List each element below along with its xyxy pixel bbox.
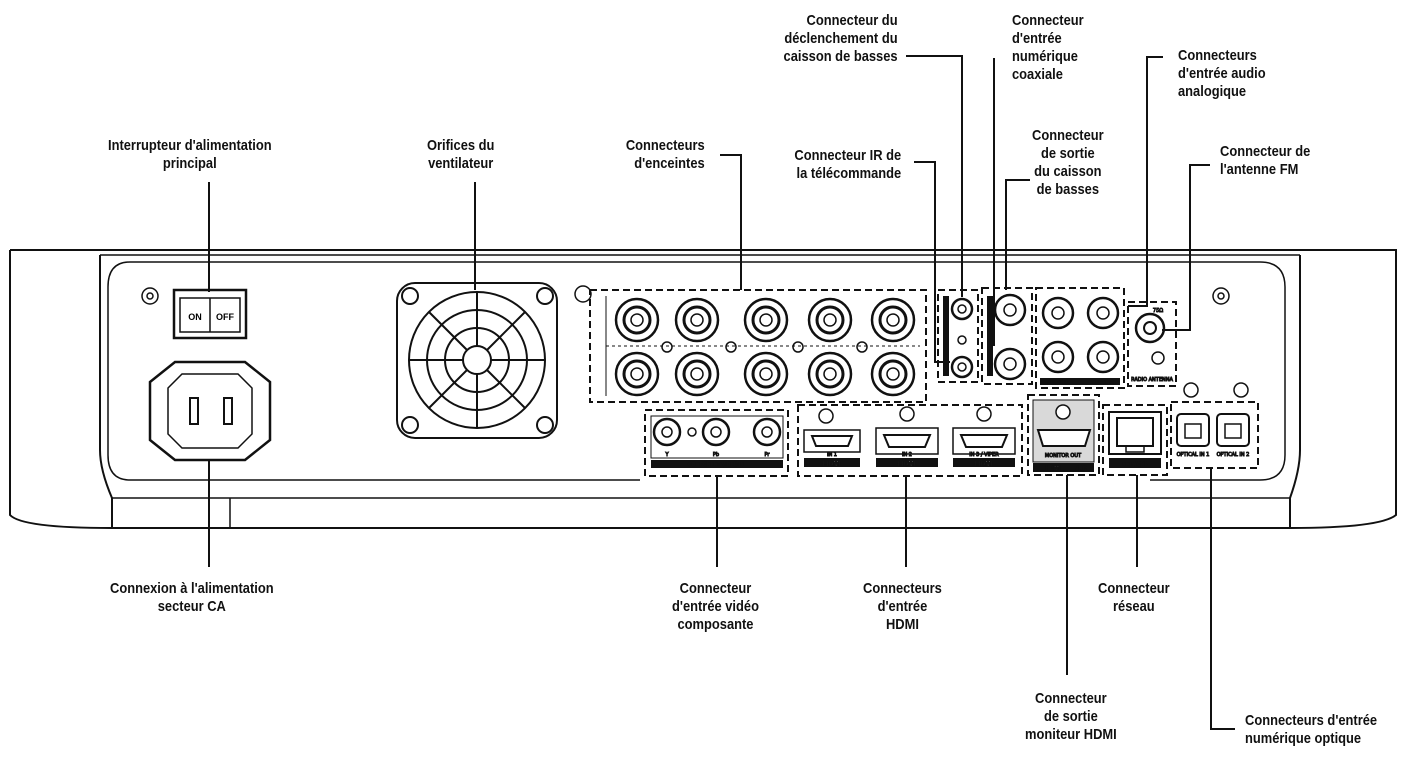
coax-subwoofer-jacks[interactable] — [981, 287, 1033, 385]
hdmi-inputs[interactable]: IN 1 IN 2 IN 3 / VIPER HDMI HDMI HDMI — [797, 404, 1023, 477]
network-text: NETWORK — [1122, 462, 1148, 468]
label-component-video: Connecteur d'entrée vidéo composante — [672, 580, 759, 633]
label-ac-power: Connexion à l'alimentation secteur CA — [110, 580, 274, 615]
hdmi-out-logo: HDMI — [1045, 466, 1061, 472]
hdmi-logo-3: HDMI — [975, 461, 993, 468]
label-coaxial-digital-input: Connecteur d'entrée numérique coaxiale — [1012, 12, 1084, 83]
label-network: Connecteur réseau — [1098, 580, 1170, 615]
chassis — [9, 249, 1397, 530]
comp-y-text: Y — [664, 452, 669, 458]
ir-trigger-jacks[interactable] — [937, 289, 979, 383]
leader-lines — [208, 55, 1235, 730]
label-power-switch: Interrupteur d'alimentation principal — [108, 137, 272, 172]
speaker-terminals[interactable] — [589, 289, 927, 403]
label-ir-remote-connector: Connecteur IR de la télécommande — [794, 147, 901, 182]
radio-antenna-text: RADIO ANTENNA — [1131, 377, 1173, 383]
monitor-out-text: MONITOR OUT — [1045, 453, 1082, 459]
fm-antenna-jack[interactable]: 75Ω RADIO ANTENNA — [1127, 301, 1177, 387]
switch-off-text: OFF — [216, 312, 234, 322]
hdmi-logo-2: HDMI — [898, 461, 916, 468]
hdmi-in1-text: IN 1 — [827, 452, 837, 458]
component-video-text: COMPONENT VIDEO IN — [688, 462, 744, 468]
optical2-text: OPTICAL IN 2 — [1217, 452, 1250, 458]
hdmi-in3-text: IN 3 / VIPER — [969, 452, 999, 458]
optical1-text: OPTICAL IN 1 — [1177, 452, 1210, 458]
label-hdmi-monitor-out: Connecteur de sortie moniteur HDMI — [1025, 690, 1117, 743]
network-port[interactable]: NETWORK — [1102, 404, 1168, 476]
ohm-text: 75Ω — [1153, 308, 1163, 314]
optical-inputs[interactable]: OPTICAL IN 1 OPTICAL IN 2 — [1170, 401, 1259, 469]
label-optical-inputs: Connecteurs d'entrée numérique optique — [1245, 712, 1378, 747]
aux1-text: AUX IN 1 — [1048, 380, 1069, 386]
label-subwoofer-trigger: Connecteur du déclenchement du caisson d… — [783, 12, 898, 65]
arc-text: ARC — [1076, 466, 1087, 472]
label-subwoofer-output: Connecteur de sortie du caisson de basse… — [1032, 127, 1104, 198]
analog-audio-inputs[interactable]: AUX IN 1 AUX IN 2 — [1035, 287, 1125, 389]
label-hdmi-inputs: Connecteurs d'entrée HDMI — [863, 580, 942, 633]
switch-on-text: ON — [188, 312, 202, 322]
comp-pb-text: Pb — [713, 452, 719, 458]
label-fm-antenna: Connecteur de l'antenne FM — [1220, 143, 1311, 178]
hdmi-logo-1: HDMI — [823, 461, 841, 468]
aux2-text: AUX IN 2 — [1093, 380, 1114, 386]
label-fan-vents: Orifices du ventilateur — [427, 137, 495, 172]
component-video-inputs[interactable]: Y Pb Pr COMPONENT VIDEO IN — [644, 409, 789, 477]
label-speaker-connectors: Connecteurs d'enceintes — [626, 137, 705, 172]
ac-power-inlet[interactable] — [148, 360, 272, 462]
comp-pr-text: Pr — [765, 452, 771, 458]
fan-grille — [396, 282, 558, 439]
power-switch[interactable]: ON OFF — [172, 288, 248, 340]
hdmi-monitor-out[interactable]: MONITOR OUT HDMI ARC — [1027, 394, 1100, 476]
hdmi-in2-text: IN 2 — [902, 452, 912, 458]
label-analog-audio-inputs: Connecteurs d'entrée audio analogique — [1178, 47, 1266, 100]
